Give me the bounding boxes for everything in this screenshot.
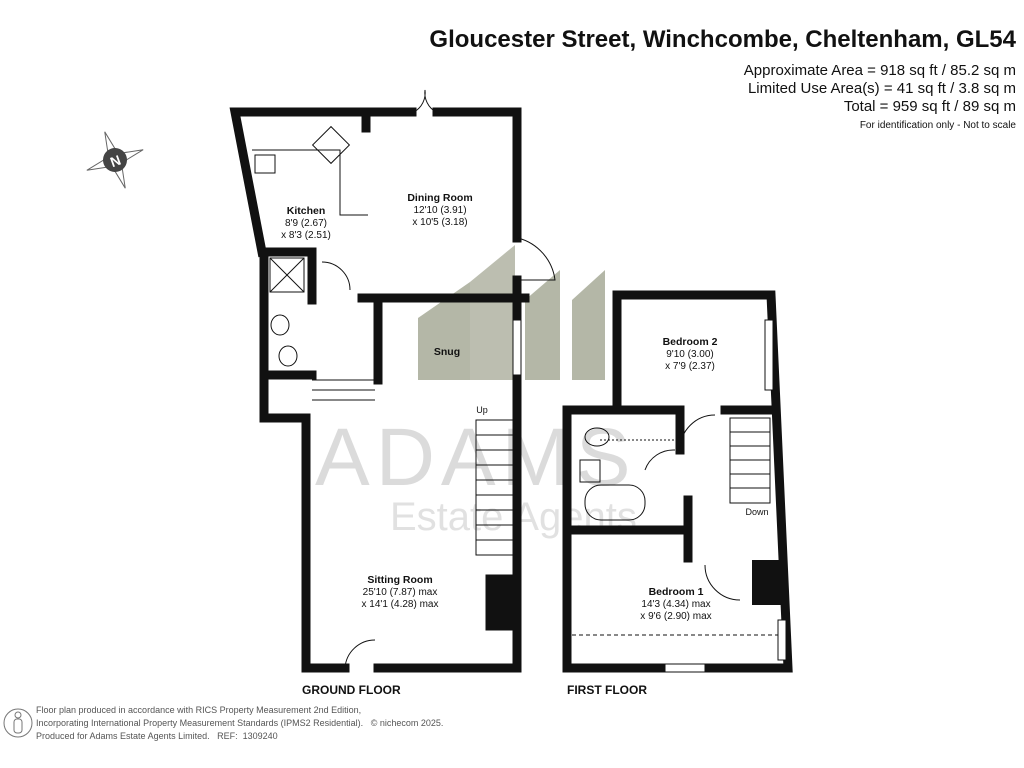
room-dim: x 14'1 (4.28) max (361, 599, 439, 610)
room-dim: 12'10 (3.91) (413, 205, 467, 216)
total-area: Total = 959 sq ft / 89 sq m (843, 98, 1016, 115)
room-kitchen: Kitchen 8'9 (2.67) x 8'3 (2.51) (281, 205, 331, 242)
stairs-down-label: Down (745, 507, 769, 517)
footer-line-2: Incorporating International Property Mea… (36, 718, 364, 728)
person-scale-icon (3, 708, 33, 738)
compass-icon (86, 131, 144, 189)
room-name: Sitting Room (367, 574, 433, 586)
approximate-area: Approximate Area = 918 sq ft / 85.2 sq m (743, 62, 1016, 79)
room-dim: 9'10 (3.00) (666, 349, 714, 360)
room-dim: 25'10 (7.87) max (362, 587, 438, 598)
footer-notes: Floor plan produced in accordance with R… (36, 704, 443, 743)
room-dim: x 7'9 (2.37) (665, 361, 715, 372)
footer-line-3: Produced for Adams Estate Agents Limited… (36, 731, 278, 741)
room-dim: x 9'6 (2.90) max (640, 611, 712, 622)
watermark-brand: ADAMS (315, 412, 637, 503)
room-bedroom-2: Bedroom 2 9'10 (3.00) x 7'9 (2.37) (663, 336, 718, 373)
limited-use-area: Limited Use Area(s) = 41 sq ft / 3.8 sq … (747, 80, 1016, 97)
room-bedroom-1: Bedroom 1 14'3 (4.34) max x 9'6 (2.90) m… (640, 586, 711, 623)
room-name: Bedroom 1 (648, 586, 704, 598)
room-sitting-room: Sitting Room 25'10 (7.87) max x 14'1 (4.… (362, 574, 439, 611)
room-snug: Snug (434, 346, 460, 359)
room-dim: 8'9 (2.67) (285, 218, 327, 229)
room-dining-room: Dining Room 12'10 (3.91) x 10'5 (3.18) (407, 192, 472, 229)
ground-floor-walls (229, 107, 530, 673)
watermark-logo (418, 245, 605, 380)
room-name: Bedroom 2 (662, 336, 718, 348)
room-dim: x 10'5 (3.18) (412, 217, 468, 228)
room-name: Kitchen (286, 205, 326, 217)
room-name: Snug (433, 346, 461, 358)
disclaimer-note: For identification only - Not to scale (859, 120, 1016, 131)
ground-floor-label: GROUND FLOOR (302, 683, 401, 697)
ground-floor-fixtures (252, 89, 556, 669)
first-floor-walls (562, 290, 793, 673)
room-dim: x 8'3 (2.51) (281, 230, 331, 241)
footer-line-1: Floor plan produced in accordance with R… (36, 705, 362, 715)
copyright: © nichecom 2025. (370, 718, 444, 728)
ground-stairs (312, 379, 514, 541)
room-name: Dining Room (407, 192, 473, 204)
room-dim: 14'3 (4.34) max (641, 599, 711, 610)
first-floor-label: FIRST FLOOR (567, 683, 647, 697)
first-floor-fixtures (572, 319, 787, 673)
property-title: Gloucester Street, Winchcombe, Cheltenha… (429, 26, 1016, 53)
stairs-up-label: Up (476, 405, 488, 415)
